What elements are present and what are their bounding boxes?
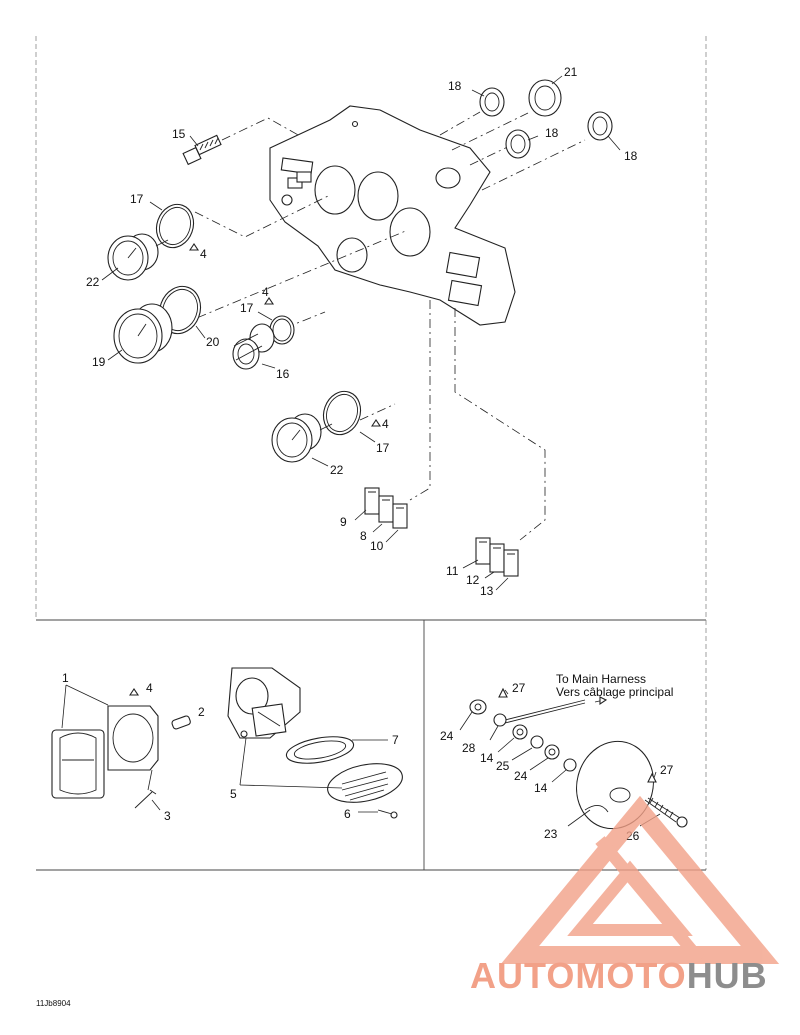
part-1-cover (51, 729, 105, 799)
leaders-bottom-middle (239, 737, 388, 813)
leaders-top (101, 75, 621, 591)
callout-18: 18 (545, 126, 559, 140)
callout-21: 21 (564, 65, 578, 79)
callout-24: 24 (514, 769, 528, 783)
part-18-ring-b (505, 129, 531, 159)
svg-text:AUTOMOTOHUB: AUTOMOTOHUB (470, 955, 768, 996)
callout-16: 16 (276, 367, 290, 381)
leaders-bottom-right (459, 689, 661, 827)
parts-8-9-10-switches (364, 487, 408, 529)
callout-4: 4 (146, 681, 153, 695)
part-22-gauge-b (271, 413, 333, 463)
callout-19: 19 (92, 355, 106, 369)
part-4-nuts (128, 243, 382, 696)
explosion-lines-top (179, 111, 586, 541)
watermark-moto: MOTO (575, 955, 686, 996)
part-16-switch (232, 323, 275, 370)
part-24-nut-a (469, 699, 487, 715)
part-1-frame (107, 705, 159, 771)
part-6-screw (377, 809, 398, 819)
harness-note-fr: Vers câblage principal (556, 685, 673, 699)
parts-11-12-13-switches (475, 537, 519, 577)
watermark-auto: AUTO (470, 955, 575, 996)
callout-22: 22 (86, 275, 100, 289)
callout-4: 4 (262, 285, 269, 299)
callout-13: 13 (480, 584, 494, 598)
callout-27: 27 (512, 681, 526, 695)
callout-3: 3 (164, 809, 171, 823)
part-17-gasket-a (155, 203, 195, 249)
harness-note: To Main Harness Vers câblage principal (556, 672, 673, 699)
callout-27: 27 (660, 763, 674, 777)
callout-14: 14 (480, 751, 494, 765)
callout-15: 15 (172, 127, 186, 141)
watermark-logo: AUTOMOTOHUB (470, 795, 780, 996)
drawing-code: 11Jb8904 (36, 999, 71, 1008)
callout-23: 23 (544, 827, 558, 841)
part-2-pin (171, 715, 191, 730)
callout-numbers: 15 18 21 18 18 17 4 22 4 17 20 19 16 4 1… (62, 65, 674, 843)
part-18-ring-a (479, 87, 505, 117)
callout-10: 10 (370, 539, 384, 553)
callout-14: 14 (534, 781, 548, 795)
part-22-gauge-a (107, 233, 169, 281)
watermark-triangle-icon (500, 795, 780, 964)
part-18-ring-c (587, 111, 613, 141)
callout-25: 25 (496, 759, 510, 773)
callout-2: 2 (198, 705, 205, 719)
callout-24: 24 (440, 729, 454, 743)
callout-4: 4 (382, 417, 389, 431)
callout-8: 8 (360, 529, 367, 543)
part-5-horn-assembly (227, 667, 301, 739)
callout-11: 11 (446, 564, 459, 578)
part-27-cap-a (498, 687, 508, 698)
part-5-grille (327, 763, 403, 803)
part-7-gasket (285, 736, 355, 764)
part-28-washer (493, 713, 507, 727)
harness-stud (504, 696, 608, 724)
callout-17: 17 (240, 301, 254, 315)
callout-22: 22 (330, 463, 344, 477)
part-25-nut (530, 735, 544, 749)
callout-6: 6 (344, 807, 351, 821)
part-24-nut-b (544, 744, 560, 760)
callout-20: 20 (206, 335, 220, 349)
callout-28: 28 (462, 741, 476, 755)
part-26-spring (644, 797, 688, 828)
part-19-gauge (113, 303, 173, 364)
part-3-screw (134, 789, 157, 809)
harness-note-en: To Main Harness (556, 672, 646, 686)
callout-18: 18 (448, 79, 462, 93)
callout-4: 4 (200, 247, 207, 261)
watermark-hub: HUB (687, 955, 768, 996)
callout-5: 5 (230, 787, 237, 801)
part-14-washer-b (563, 758, 577, 772)
part-15-fitting (182, 134, 222, 166)
part-14-washer-a (512, 724, 528, 740)
callout-7: 7 (392, 733, 399, 747)
callout-9: 9 (340, 515, 347, 529)
instrument-housing (269, 105, 516, 326)
leaders-bottom-left (61, 684, 161, 811)
callout-1: 1 (62, 671, 69, 685)
callout-17: 17 (376, 441, 390, 455)
callout-18: 18 (624, 149, 638, 163)
part-17-gasket-c (322, 390, 362, 436)
callout-12: 12 (466, 573, 480, 587)
callout-17: 17 (130, 192, 144, 206)
part-21-ring (528, 79, 562, 117)
